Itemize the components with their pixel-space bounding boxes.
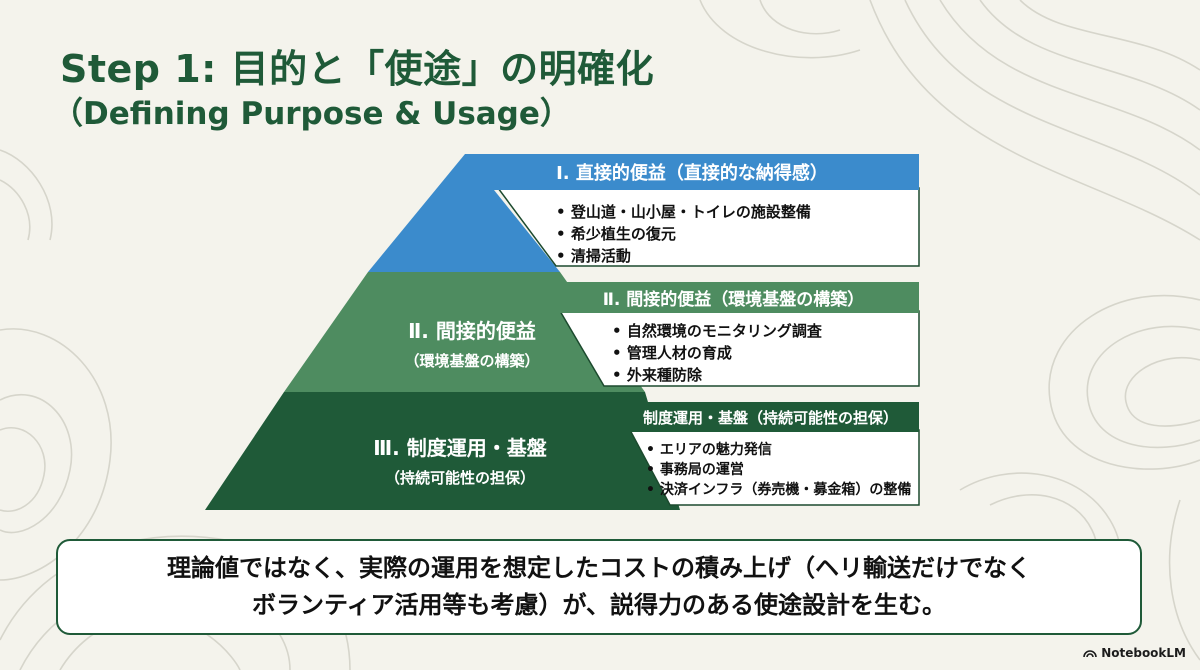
tier-3-label-main: Ⅲ. 制度運用・基盤 bbox=[373, 436, 547, 460]
list-item: 決済インフラ（券売機・募金箱）の整備 bbox=[646, 480, 912, 500]
tier-2-header: Ⅱ. 間接的便益（環境基盤の構築） bbox=[548, 282, 919, 313]
pyramid-tier-3-shape bbox=[205, 392, 680, 510]
tier-1-header: Ⅰ. 直接的便益（直接的な納得感） bbox=[465, 154, 919, 190]
callout-line-1: 理論値ではなく、実際の運用を想定したコストの積み上げ（ヘリ輸送だけでなく bbox=[167, 554, 1031, 582]
list-item: エリアの魅力発信 bbox=[646, 440, 911, 460]
page-title: Step 1: 目的と「使途」の明確化 bbox=[60, 47, 655, 91]
tier-2-label-sub: （環境基盤の構築） bbox=[404, 352, 540, 370]
tier-3-label: Ⅲ. 制度運用・基盤 （持続可能性の担保） bbox=[340, 432, 580, 488]
list-item: 登山道・山小屋・トイレの施設整備 bbox=[556, 201, 811, 223]
tier-3-header: 制度運用・基盤（持続可能性の担保） bbox=[622, 402, 919, 432]
list-item: 自然環境のモニタリング調査 bbox=[612, 320, 822, 342]
callout-line-2: ボランティア活用等も考慮）が、説得力のある使途設計を生む。 bbox=[251, 591, 947, 619]
list-item: 事務局の運営 bbox=[646, 460, 911, 480]
notebooklm-watermark: NotebookLM bbox=[1083, 646, 1186, 660]
list-item: 清掃活動 bbox=[556, 245, 811, 267]
tier-2-label-main: Ⅱ. 間接的便益 bbox=[408, 319, 536, 343]
key-message-callout: 理論値ではなく、実際の運用を想定したコストの積み上げ（ヘリ輸送だけでなく ボラン… bbox=[56, 539, 1142, 635]
brand-label: NotebookLM bbox=[1101, 646, 1186, 660]
tier-1-items: 登山道・山小屋・トイレの施設整備 希少植生の復元 清掃活動 bbox=[556, 201, 811, 267]
list-item: 外来種防除 bbox=[612, 364, 822, 386]
list-item: 希少植生の復元 bbox=[556, 223, 811, 245]
notebooklm-icon bbox=[1083, 650, 1097, 658]
list-item: 管理人材の育成 bbox=[612, 342, 822, 364]
page-subtitle: （Defining Purpose & Usage） bbox=[52, 96, 571, 132]
tier-3-label-sub: （持続可能性の担保） bbox=[384, 469, 535, 487]
pyramid-tier-1-shape bbox=[368, 154, 560, 272]
tier-2-items: 自然環境のモニタリング調査 管理人材の育成 外来種防除 bbox=[612, 320, 822, 386]
tier-2-label: Ⅱ. 間接的便益 （環境基盤の構築） bbox=[372, 315, 572, 371]
tier-3-items: エリアの魅力発信 事務局の運営 決済インフラ（券売機・募金箱）の整備 bbox=[646, 440, 912, 500]
